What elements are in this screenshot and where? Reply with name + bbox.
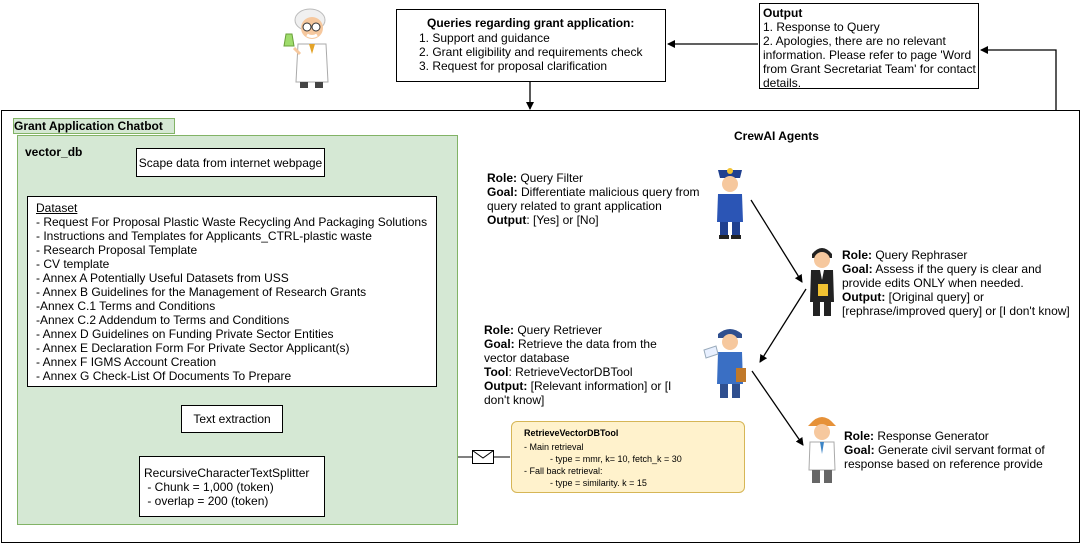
dataset-box: Dataset - Request For Proposal Plastic W… [27,196,437,387]
role-label: Role: [842,248,872,262]
chatbot-title: Grant Application Chatbot [13,118,175,134]
text-extraction-label: Text extraction [193,412,271,426]
text-extraction-box: Text extraction [181,405,283,433]
agent-rephraser-text: Role: Query Rephraser Goal: Assess if th… [842,248,1070,318]
list-item: - Annex E Declaration Form For Private S… [36,341,350,355]
list-item: 1. Support and guidance [419,31,550,45]
role-label: Role: [844,429,874,443]
list-item: - type = mmr, k= 10, fetch_k = 30 [550,454,682,464]
police-officer-icon [717,168,743,239]
arrow-chatbot-to-output [980,46,1057,110]
businessman-icon [810,248,834,316]
output-list: 1. Response to Query 2. Apologies, there… [763,20,976,90]
queries-list: 1. Support and guidance 2. Grant eligibi… [419,31,642,73]
agent-retriever-text: Role: Query Retriever Goal: Retrieve the… [484,323,689,407]
list-item: - Annex G Check-List Of Documents To Pre… [36,369,292,383]
goal-label: Goal: [484,337,515,351]
list-item: - Instructions and Templates for Applica… [36,229,372,243]
filter-goal: Differentiate malicious query from query… [487,185,700,213]
goal-label: Goal: [487,185,518,199]
list-item: - Annex A Potentially Useful Datasets fr… [36,271,289,285]
engineer-icon [808,417,836,483]
tool-note-body: - Main retrieval - type = mmr, k= 10, fe… [524,441,682,489]
list-item: -Annex C.2 Addendum to Terms and Conditi… [36,313,290,327]
goal-label: Goal: [844,443,875,457]
arrow-retriever-to-generator [751,370,804,446]
list-item: - CV template [36,257,110,271]
role-label: Role: [484,323,514,337]
crewai-title: CrewAI Agents [734,129,819,143]
list-item: 2. Grant eligibility and requirements ch… [419,45,643,59]
chatbot-container [1,110,1080,543]
generator-role: Response Generator [874,429,989,443]
rephraser-role: Query Rephraser [872,248,968,262]
list-item: 2. Apologies, there are no relevant [763,34,946,48]
retriever-role: Query Retriever [514,323,603,337]
list-item: from Grant Secretariat Team' for contact [763,62,976,76]
splitter-title: RecursiveCharacterTextSplitter [144,466,310,480]
mail-carrier-icon [703,329,746,398]
list-item: - Annex F IGMS Account Creation [36,355,217,369]
list-item: - Chunk = 1,000 (token) [144,480,274,494]
list-item: - Research Proposal Template [36,243,198,257]
output-title: Output [763,6,803,20]
list-item: - Annex B Guidelines for the Management … [36,285,367,299]
list-item: details. [763,76,802,90]
agent-filter-text: Role: Query Filter Goal: Differentiate m… [487,171,703,227]
rephraser-goal: Assess if the query is clear and provide… [842,262,1042,290]
list-item: - overlap = 200 (token) [144,494,269,508]
output-label: Output: [842,290,886,304]
output-box: Output 1. Response to Query 2. Apologies… [759,3,979,90]
list-item: information. Please refer to page 'Word [763,48,972,62]
retriever-goal: Retrieve the data from the vector databa… [484,337,657,365]
tool-note: RetrieveVectorDBTool - Main retrieval - … [511,421,745,493]
list-item: 3. Request for proposal clarification [419,59,608,73]
dataset-title: Dataset [36,201,78,215]
arrow-filter-to-rephraser [750,199,803,283]
filter-role: Query Filter [517,171,584,185]
goal-label: Goal: [842,262,873,276]
agent-generator-text: Role: Response Generator Goal: Generate … [844,429,1070,471]
generator-goal: Generate civil servant format of respons… [844,443,1045,471]
tool-label: Tool [484,365,509,379]
list-item: - Main retrieval [524,442,584,452]
arrow-rephraser-to-retriever [759,288,807,363]
list-item: -Annex C.1 Terms and Conditions [36,299,216,313]
role-label: Role: [487,171,517,185]
queries-title: Queries regarding grant application: [427,16,635,30]
retriever-output: [Relevant information] or [I don't know] [484,379,672,407]
list-item: - Request For Proposal Plastic Waste Rec… [36,215,428,229]
envelope-icon [472,450,494,464]
rephraser-output: [Original query] or [rephrase/improved q… [842,290,1070,318]
scientist-icon [283,8,329,88]
queries-box: Queries regarding grant application: 1. … [396,9,666,82]
output-label: Output [487,213,527,227]
list-item: - type = similarity. k = 15 [550,478,647,488]
output-label: Output: [484,379,528,393]
list-item: 1. Response to Query [763,20,880,34]
filter-output: : [Yes] or [No] [526,213,599,227]
vector-db-title: vector_db [25,145,83,159]
list-item: - Annex D Guidelines on Funding Private … [36,327,334,341]
scrape-box: Scape data from internet webpage [136,148,325,177]
splitter-box: RecursiveCharacterTextSplitter - Chunk =… [139,456,325,517]
list-item: - Fall back retrieval: [524,466,603,476]
retriever-tool: : RetrieveVectorDBTool [508,365,633,379]
scrape-label: Scape data from internet webpage [138,155,323,170]
tool-note-title: RetrieveVectorDBTool [524,428,619,438]
